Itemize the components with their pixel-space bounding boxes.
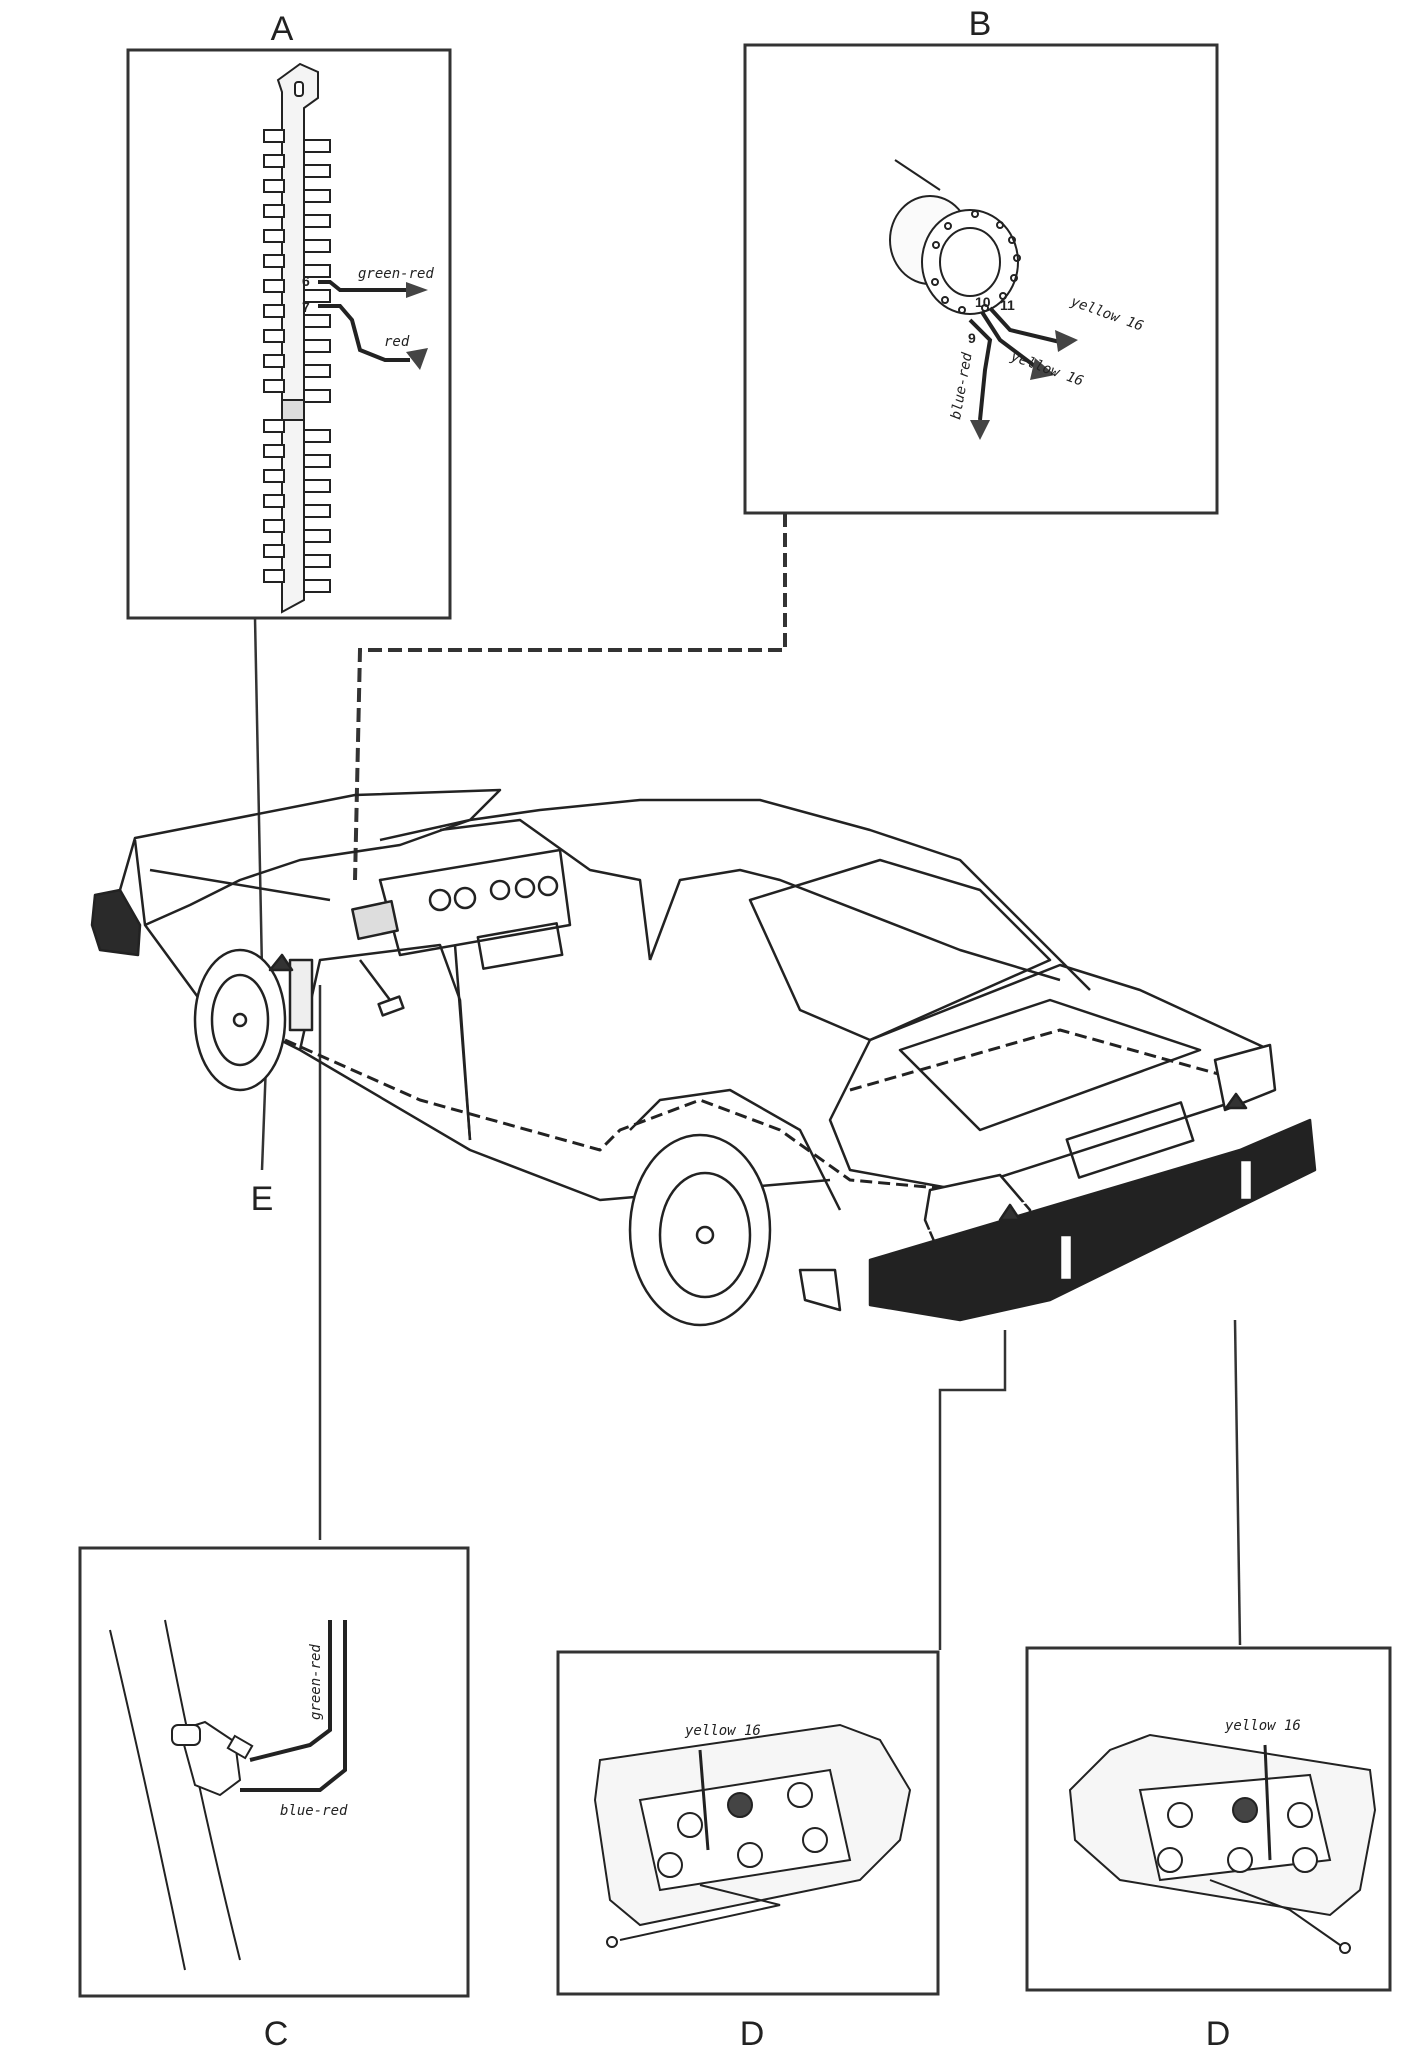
pin-6-label: 6 (302, 273, 310, 289)
wire-d-right (1263, 1744, 1272, 1861)
panel-b-wire-1-label: yellow 16 (1068, 293, 1146, 334)
wire-d-left (698, 1749, 710, 1851)
wire-green-red-arrow (406, 282, 428, 298)
panel-c-letter: C (264, 2015, 289, 2053)
panel-a-wire-1-label: green-red (358, 266, 434, 282)
pin-10-label: 10 (975, 294, 991, 310)
panel-b-frame (743, 43, 1219, 515)
panel-e-letter: E (251, 1180, 274, 1218)
panel-b-letter: B (969, 5, 992, 43)
panel-c-frame (78, 1546, 470, 1998)
door-switch (109, 1619, 254, 1971)
pin-11-label: 11 (1000, 297, 1015, 313)
wire-red (318, 304, 410, 362)
wire-yellow-16-b-arrow (1030, 358, 1055, 380)
panel-c-wire-2-label: blue-red (280, 1803, 348, 1819)
wire-c-blue-red (240, 1620, 347, 1792)
lamp-unit-right (1068, 1733, 1377, 1954)
leader-d-left (938, 1330, 1007, 1650)
panel-d-left: yellow 16 D (556, 1650, 940, 2053)
panel-b-wire-3-label: blue-red (948, 351, 976, 421)
wire-c-green-red (249, 1620, 332, 1762)
multiplug-connector (889, 159, 1021, 315)
lamp-unit-left (593, 1723, 912, 1948)
pin-9-label: 9 (968, 330, 976, 346)
panel-d-right-wire-label: yellow 16 (1224, 1718, 1301, 1734)
panel-a-letter: A (271, 10, 294, 48)
panel-b-wire-2-label: yellow 16 (1008, 348, 1086, 389)
panel-c-wire-1-label: green-red (308, 1644, 324, 1720)
wire-blue-red (968, 318, 993, 421)
wire-blue-red-arrow (970, 420, 990, 440)
panel-d-left-wire-label: yellow 16 (684, 1723, 761, 1739)
leader-lines (253, 513, 1242, 1650)
panel-b: B 10 11 9 yellow 16 yellow 16 blue-red (743, 5, 1219, 515)
panel-d-left-letter: D (740, 2015, 765, 2053)
panel-d-left-frame (556, 1650, 940, 1996)
panel-d-right-frame (1025, 1646, 1392, 1992)
wire-green-red (318, 280, 410, 292)
fuse-terminal-strip (263, 62, 331, 614)
panel-d-right: yellow 16 D (1025, 1646, 1392, 2053)
panel-d-right-letter: D (1206, 2015, 1231, 2053)
wire-yellow-16-a-arrow (1055, 330, 1078, 352)
car-illustration (90, 788, 1317, 1327)
panel-a-wire-2-label: red (384, 334, 410, 350)
wire-yellow-16-b (980, 310, 1042, 372)
panel-a: A (126, 10, 452, 620)
pin-7-label: 7 (302, 299, 310, 315)
panel-c: green-red blue-red C (78, 1546, 470, 2053)
leader-a (253, 617, 264, 971)
leader-b (353, 513, 787, 881)
wire-yellow-16-a (988, 306, 1061, 344)
wire-red-arrow (406, 348, 428, 370)
panel-a-frame (126, 48, 452, 620)
leader-d-right (1233, 1319, 1242, 1646)
